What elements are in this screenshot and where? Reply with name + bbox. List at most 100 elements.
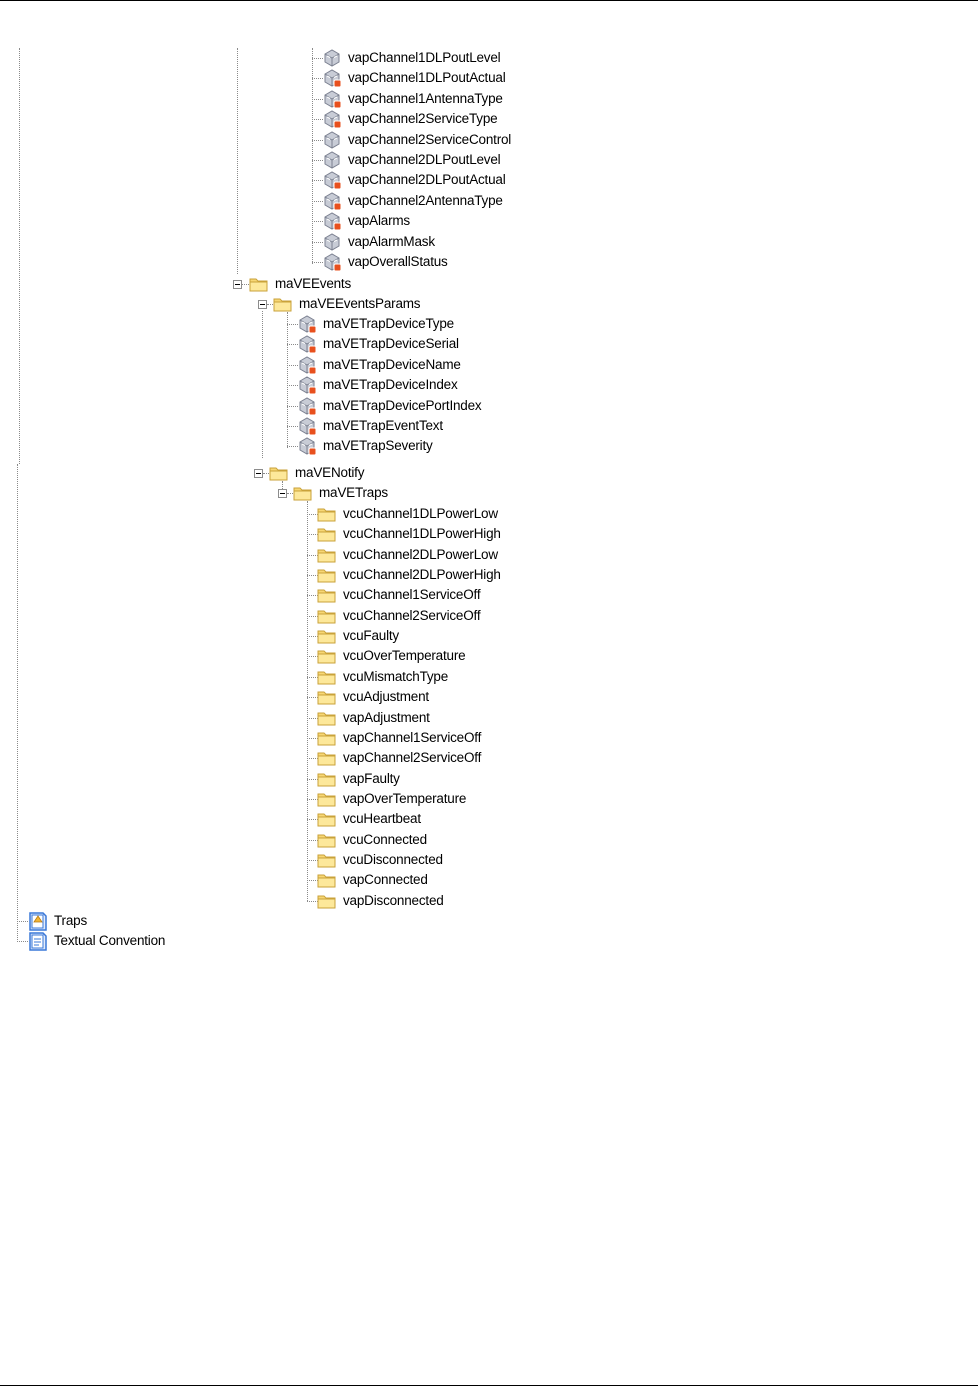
- tree-connector: [312, 200, 323, 202]
- traps-icon: [27, 910, 49, 932]
- tree-node-label: vapChannel2AntennaType: [348, 192, 503, 208]
- tree-node-object[interactable]: maVETrapDeviceName: [296, 355, 461, 375]
- tree-connector: [307, 819, 318, 821]
- tree-node-trap[interactable]: vapAdjustment: [316, 708, 430, 728]
- tree-node-trap[interactable]: vcuHeartbeat: [316, 809, 421, 829]
- tree-guide-vap-params: [312, 48, 313, 264]
- tree-node-mavetraps[interactable]: maVETraps: [292, 483, 388, 503]
- tree-node-object[interactable]: vapChannel2ServiceControl: [321, 130, 511, 150]
- tree-connector: [287, 405, 298, 407]
- tree-node-object[interactable]: vapAlarms: [321, 211, 410, 231]
- tree-connector: [267, 304, 273, 305]
- tree-node-object[interactable]: vapChannel1DLPoutLevel: [321, 48, 501, 68]
- tree-node-label: vapChannel2DLPoutActual: [348, 172, 506, 188]
- tree-node-object[interactable]: vapChannel2DLPoutLevel: [321, 150, 501, 170]
- folder-icon: [316, 708, 338, 728]
- tree-connector: [307, 758, 318, 760]
- tree-node-label: Traps: [54, 913, 88, 928]
- tree-node-label: maVETrapDeviceIndex: [323, 377, 458, 393]
- tree-connector: [307, 514, 318, 515]
- tree-node-trap[interactable]: vcuChannel1DLPowerLow: [316, 504, 498, 524]
- folder-icon: [268, 463, 290, 483]
- tree-node-textual-convention[interactable]: Textual Convention: [27, 931, 165, 951]
- tree-node-object[interactable]: maVETrapDevicePortIndex: [296, 396, 482, 416]
- tree-connector: [307, 676, 318, 678]
- tree-connector: [287, 385, 298, 387]
- folder-icon: [248, 274, 270, 294]
- expand-toggle-mavenotify[interactable]: [254, 469, 263, 478]
- tree-node-trap[interactable]: vcuChannel1ServiceOff: [316, 585, 481, 605]
- object-icon: [321, 150, 343, 170]
- tree-node-trap[interactable]: vapDisconnected: [316, 891, 444, 911]
- tree-connector: [312, 262, 323, 263]
- tree-node-traps[interactable]: Traps: [27, 911, 87, 931]
- object-icon: [321, 211, 343, 231]
- folder-icon: [316, 585, 338, 605]
- tree-node-trap[interactable]: vapChannel1ServiceOff: [316, 728, 481, 748]
- tree-connector: [307, 554, 318, 556]
- object-icon: [321, 48, 343, 68]
- tree-connector: [287, 493, 293, 494]
- tree-node-trap[interactable]: vcuAdjustment: [316, 687, 429, 707]
- tree-node-maveeventsparams[interactable]: maVEEventsParams: [272, 294, 421, 314]
- tree-node-label: vapAlarms: [348, 213, 410, 229]
- tree-connector: [307, 697, 318, 699]
- tree-connector: [242, 284, 249, 285]
- tree-node-object[interactable]: vapChannel2AntennaType: [321, 191, 503, 211]
- tree-connector: [312, 58, 323, 59]
- tree-node-trap[interactable]: vcuOverTemperature: [316, 646, 466, 666]
- object-icon: [296, 396, 318, 416]
- tree-node-mavenotify[interactable]: maVENotify: [268, 463, 364, 483]
- tree-connector: [312, 180, 323, 182]
- tree-node-label: vapChannel1DLPoutLevel: [348, 50, 501, 65]
- tree-node-label: vapChannel2ServiceControl: [348, 131, 512, 147]
- tree-node-trap[interactable]: vcuConnected: [316, 830, 427, 850]
- tree-node-trap[interactable]: vapChannel2ServiceOff: [316, 748, 481, 768]
- tree-node-trap[interactable]: vcuChannel2DLPowerLow: [316, 545, 498, 565]
- tree-node-object[interactable]: vapChannel2DLPoutActual: [321, 170, 506, 190]
- tree-node-trap[interactable]: vcuFaulty: [316, 626, 399, 646]
- folder-icon: [316, 728, 338, 748]
- expand-toggle-mavetraps[interactable]: [278, 489, 287, 498]
- tree-node-object[interactable]: vapAlarmMask: [321, 232, 435, 252]
- tree-node-object[interactable]: vapChannel1DLPoutActual: [321, 68, 506, 88]
- tree-node-object[interactable]: maVETrapDeviceSerial: [296, 334, 459, 354]
- tree-connector: [287, 344, 298, 346]
- tree-node-trap[interactable]: vcuChannel2DLPowerHigh: [316, 565, 501, 585]
- expand-toggle-maveeventsparams[interactable]: [258, 300, 267, 309]
- tree-node-trap[interactable]: vcuChannel2ServiceOff: [316, 606, 481, 626]
- tree-node-trap[interactable]: vcuChannel1DLPowerHigh: [316, 524, 501, 544]
- tree-guide-events: [262, 311, 263, 458]
- object-icon: [321, 232, 343, 252]
- tree-node-object[interactable]: maVETrapEventText: [296, 416, 443, 436]
- tree-connector: [312, 78, 323, 80]
- tree-connector: [307, 900, 318, 902]
- tree-connector: [312, 139, 323, 141]
- expand-toggle-maveevents[interactable]: [233, 280, 242, 289]
- tree-node-object[interactable]: maVETrapDeviceIndex: [296, 375, 458, 395]
- tree-connector: [307, 656, 318, 658]
- tree-connector: [307, 798, 318, 800]
- tree-node-label: vapDisconnected: [343, 892, 444, 908]
- tree-node-trap[interactable]: vapFaulty: [316, 769, 400, 789]
- object-icon: [321, 109, 343, 129]
- tree-node-label: maVETrapDeviceSerial: [323, 336, 459, 352]
- tree-connector: [312, 221, 323, 223]
- tree-node-label: vcuMismatchType: [343, 668, 449, 684]
- tree-node-object[interactable]: vapChannel1AntennaType: [321, 89, 503, 109]
- tree-node-trap[interactable]: vapOverTemperature: [316, 789, 466, 809]
- tree-node-object[interactable]: maVETrapDeviceType: [296, 314, 454, 334]
- tree-node-trap[interactable]: vcuMismatchType: [316, 667, 448, 687]
- tree-connector: [263, 473, 269, 474]
- tree-node-object[interactable]: maVETrapSeverity: [296, 436, 433, 456]
- object-icon: [296, 416, 318, 436]
- folder-icon: [316, 524, 338, 544]
- tree-node-maveevents[interactable]: maVEEvents: [248, 274, 351, 294]
- tree-connector: [307, 717, 318, 719]
- tree-node-label: maVETrapDevicePortIndex: [323, 397, 482, 413]
- tree-node-trap[interactable]: vcuDisconnected: [316, 850, 443, 870]
- tree-connector: [287, 426, 298, 427]
- tree-node-trap[interactable]: vapConnected: [316, 870, 428, 890]
- tree-node-object[interactable]: vapChannel2ServiceType: [321, 109, 498, 129]
- tree-node-object[interactable]: vapOverallStatus: [321, 252, 448, 272]
